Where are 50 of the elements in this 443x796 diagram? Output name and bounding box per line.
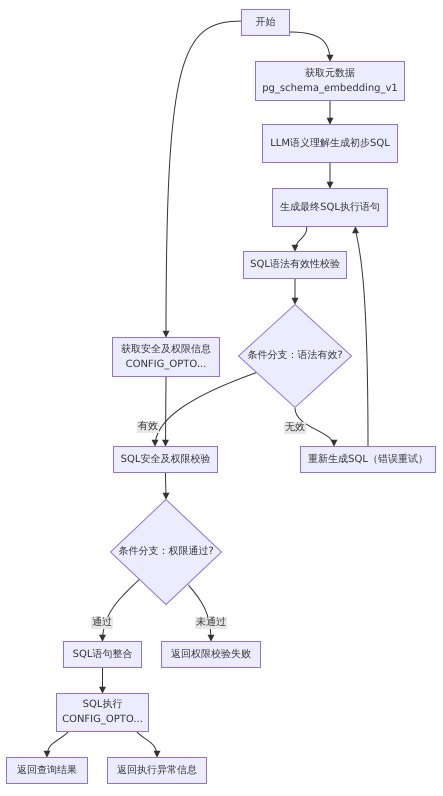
arrow [162,20,242,338]
node-text: 获取安全及权限信息 [121,344,211,356]
node-text: SQL执行 [82,699,122,711]
process-box [161,641,261,668]
node-text: pg_schema_embedding_v1 [262,82,398,94]
process-box [262,124,398,163]
edge-label: 无效 [284,422,306,434]
node-text: 开始 [256,16,276,28]
arrow [292,278,298,305]
process-box [243,251,347,279]
node-text: SQL语法有效性校验 [250,259,340,271]
node-text: 重新生成SQL（错误重试） [308,454,428,466]
node-text: 条件分支：权限通过? [118,546,214,558]
arrow [162,376,169,447]
arrow [99,579,140,642]
node-text: LLM语义理解生成初步SQL [270,138,390,150]
process-box [6,757,88,784]
edge-label: 未通过 [195,617,227,629]
node-text: SQL语句整合 [72,648,132,660]
node-text: 获取元数据 [305,68,355,80]
arrow [326,162,334,189]
process-box [241,9,290,36]
process-box [63,641,142,668]
arrow [99,668,106,694]
node-text: 返回权限校验失败 [171,648,251,660]
arrow [294,408,336,447]
node-text: 生成最终SQL执行语句 [280,202,380,214]
node-text: 返回执行异常信息 [117,764,197,776]
process-box [107,757,207,784]
arrow [136,732,160,758]
process-box [272,188,388,227]
node-text: 返回查询结果 [17,764,77,776]
arrow [352,226,368,446]
process-box [255,61,405,101]
node-text: CONFIG_OPTO... [62,714,143,726]
node-text: 条件分支：语法有效? [247,350,343,362]
edge-label: 有效 [137,421,159,433]
node-text: SQL安全及权限校验 [120,454,210,466]
arrow [44,732,69,758]
edge-label: 通过 [91,617,113,629]
arrow [152,372,257,447]
process-box [56,693,149,732]
arrow [326,100,334,125]
process-box [300,446,436,473]
arrow [292,226,308,252]
process-box [112,337,220,377]
arrow [162,472,170,500]
process-box [113,446,218,473]
arrow [290,31,334,62]
node-text: CONFIG_OPTO... [126,358,206,370]
